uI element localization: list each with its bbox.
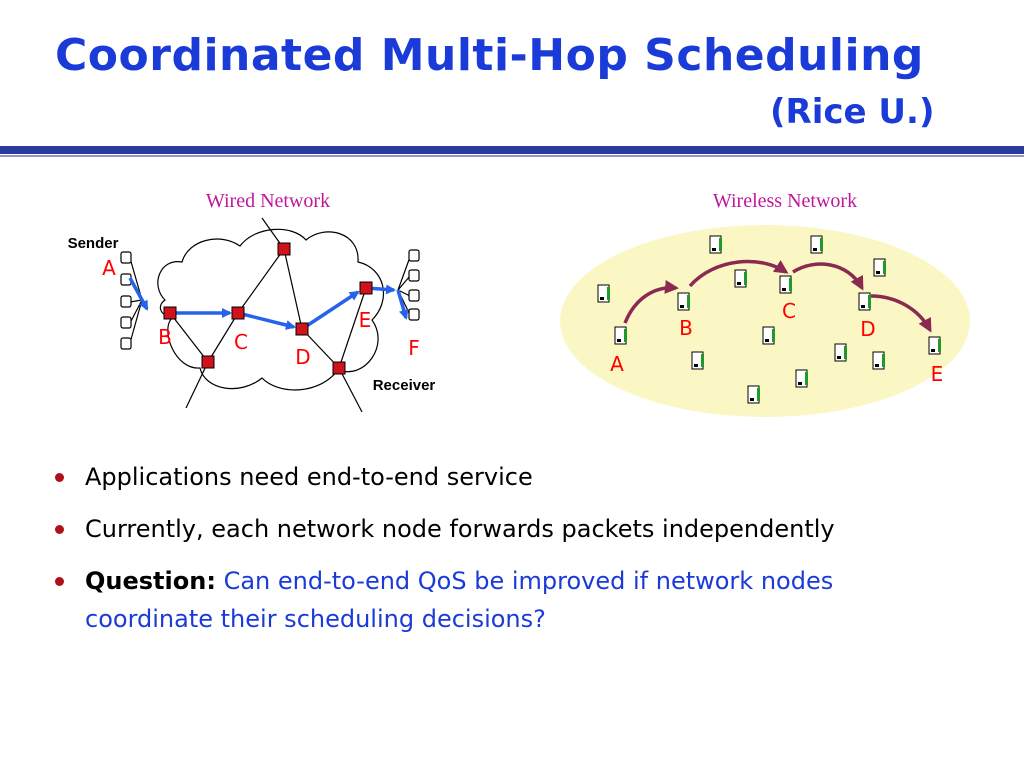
wireless-hop-arrows [623, 259, 932, 333]
wired-label-d: D [295, 345, 310, 369]
wired-path [128, 277, 409, 331]
bullet-dot-icon [55, 473, 64, 482]
wired-label-a: A [102, 256, 116, 280]
router-c [231, 306, 245, 320]
device-1 [709, 235, 722, 254]
slide-subtitle: (Rice U.) [770, 92, 935, 132]
wireless-devices [597, 235, 941, 404]
bullet-text: Applications need end-to-end service [85, 463, 533, 491]
wireless-label-a: A [610, 352, 624, 376]
wired-cloud [157, 228, 385, 391]
bullet-item: Currently, each network node forwards pa… [55, 510, 955, 548]
wired-hosts [120, 249, 420, 350]
receiver-label: Receiver [373, 377, 436, 394]
wired-node-labels: A B C D E F [102, 256, 420, 369]
wired-label-c: C [234, 330, 248, 354]
question-lead: Question: [85, 567, 216, 595]
host-left-1 [120, 251, 132, 264]
slide-title: Coordinated Multi-Hop Scheduling [55, 30, 924, 81]
device-10 [747, 385, 760, 404]
hop-a-b [623, 279, 679, 324]
router-d [295, 322, 309, 336]
wired-routers [163, 242, 373, 375]
bullet-dot-icon [55, 525, 64, 534]
device-c [779, 275, 792, 294]
device-2 [734, 269, 747, 288]
host-right-4 [408, 308, 420, 321]
device-4 [873, 258, 886, 277]
wireless-node-labels: A B C D E [610, 299, 943, 386]
hop-b-c [688, 259, 789, 288]
device-top-left [597, 284, 610, 303]
router-bottom-left [201, 355, 215, 369]
bullet-item: Applications need end-to-end service [55, 458, 955, 496]
wireless-label-d: D [860, 317, 875, 341]
sender-label: Sender [68, 235, 119, 252]
bullet-text: Currently, each network node forwards pa… [85, 515, 835, 543]
host-left-4 [120, 316, 132, 329]
hop-c-d [792, 262, 864, 291]
question-text: Can end-to-end QoS be improved if networ… [85, 567, 834, 633]
device-6 [691, 351, 704, 370]
router-e [359, 281, 373, 295]
device-a [614, 326, 627, 345]
router-bottom-right [332, 361, 346, 375]
hop-d-e [870, 294, 932, 333]
host-right-3 [408, 289, 420, 302]
bullet-list: Applications need end-to-end service Cur… [55, 458, 955, 652]
device-d [858, 292, 871, 311]
wired-network-diagram: Wired Network [68, 190, 436, 413]
wireless-network-diagram: Wireless Network [560, 190, 970, 417]
wireless-network-heading: Wireless Network [713, 190, 857, 212]
wireless-area [560, 225, 970, 417]
device-3 [810, 235, 823, 254]
device-9 [795, 369, 808, 388]
wireless-label-b: B [679, 316, 693, 340]
wired-network-heading: Wired Network [206, 190, 330, 212]
device-b [677, 292, 690, 311]
bullet-item-question: Question: Can end-to-end QoS be improved… [55, 562, 955, 638]
router-b [163, 306, 177, 320]
bullet-dot-icon [55, 577, 64, 586]
host-left-3 [120, 295, 132, 308]
title-divider [0, 146, 1024, 154]
wired-label-f: F [408, 336, 420, 360]
wired-label-e: E [359, 308, 372, 332]
host-right-1 [408, 249, 420, 262]
router-top [277, 242, 291, 256]
wireless-label-c: C [782, 299, 796, 323]
host-right-2 [408, 269, 420, 282]
device-8 [872, 351, 885, 370]
network-diagrams: Wired Network [68, 190, 970, 417]
wired-label-b: B [158, 325, 172, 349]
device-7 [834, 343, 847, 362]
host-left-5 [120, 337, 132, 350]
wireless-label-e: E [931, 362, 944, 386]
title-divider-thin [0, 155, 1024, 157]
device-5 [762, 326, 775, 345]
device-e [928, 336, 941, 355]
